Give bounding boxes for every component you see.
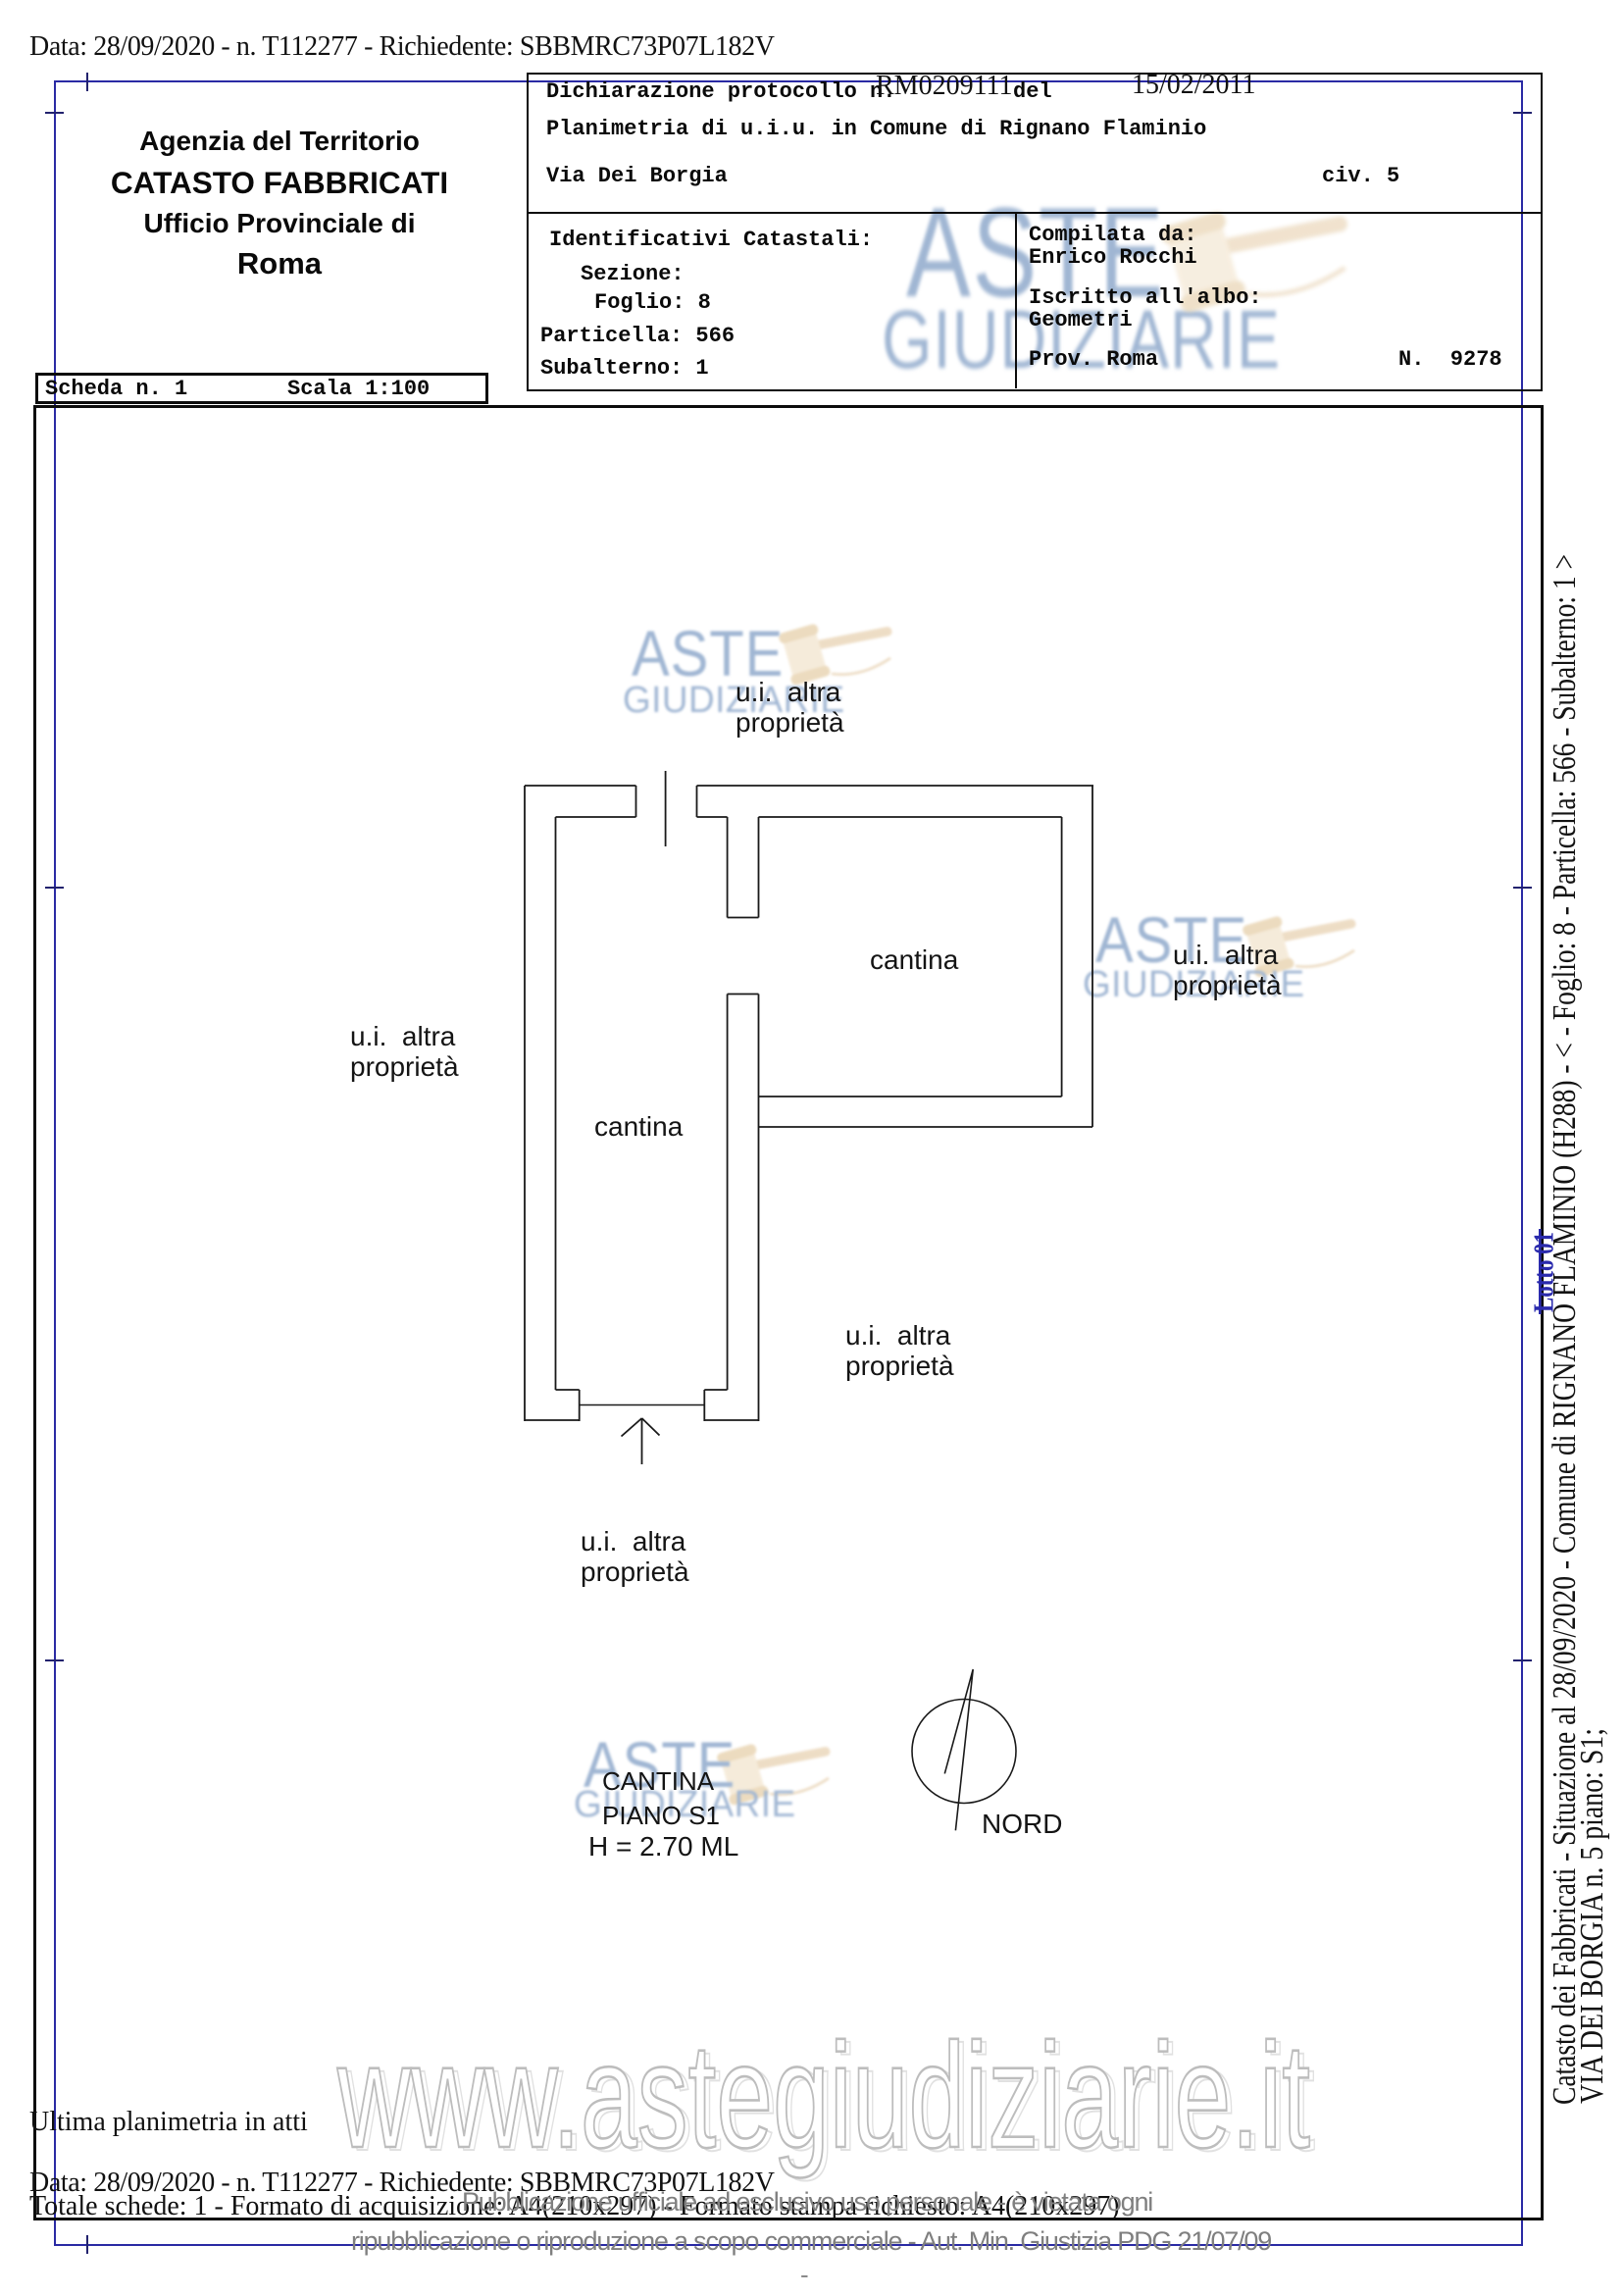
svg-text:Lotto 01: Lotto 01 (1530, 1232, 1560, 1312)
svg-text:www.astegiudiziarie.it: www.astegiudiziarie.it (336, 2013, 1310, 2179)
svg-text:www.astegiudiziarie.it: www.astegiudiziarie.it (341, 2015, 1315, 2182)
svg-text:Catasto dei Fabbricati - Situa: Catasto dei Fabbricati - Situazione al 2… (1547, 554, 1583, 2105)
svg-text:VIA DEI BORGIA n. 5 piano: S1;: VIA DEI BORGIA n. 5 piano: S1; (1574, 1728, 1610, 2104)
